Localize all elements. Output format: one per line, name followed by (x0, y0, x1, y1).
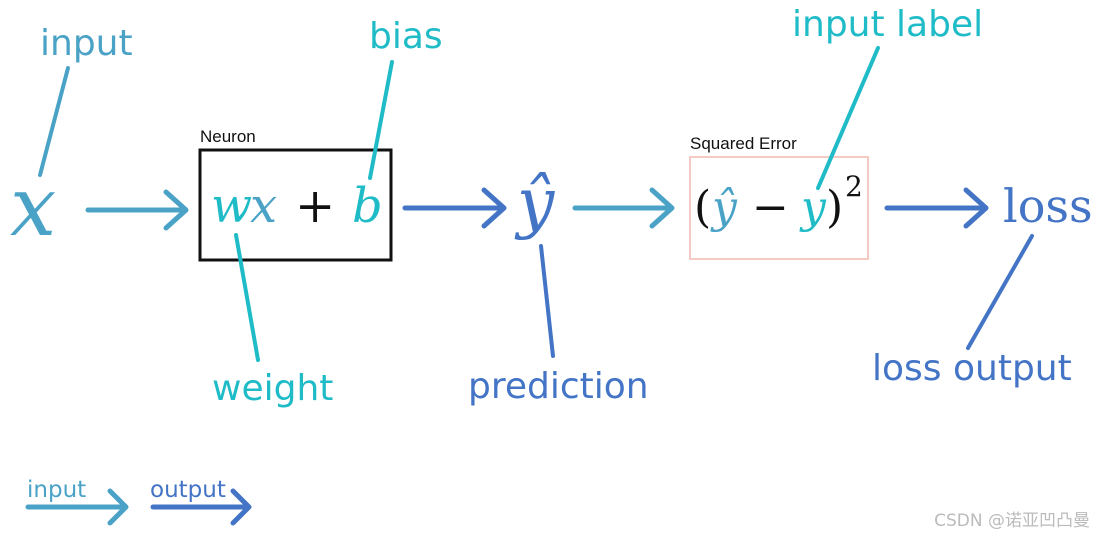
label-bias: bias (369, 16, 443, 57)
squared-error-title: Squared Error (690, 134, 797, 153)
arrow-x-to-neuron (85, 189, 189, 231)
error-open-paren: ( (694, 182, 711, 233)
node-prediction: ŷ (514, 164, 555, 241)
leader-bias (368, 60, 394, 180)
neuron-weight: w (211, 178, 252, 234)
legend-input-label: input (27, 477, 86, 503)
neuron-bias: b (352, 178, 383, 234)
neuron-title: Neuron (200, 127, 256, 146)
error-close-paren: ) (826, 182, 843, 233)
label-prediction: prediction (468, 366, 649, 407)
label-loss-output: loss output (872, 348, 1072, 389)
leader-input (38, 66, 70, 177)
label-weight: weight (212, 368, 333, 409)
arrow-prediction-to-error (572, 187, 675, 229)
error-exponent: 2 (845, 170, 863, 203)
neuron-box (198, 148, 393, 262)
leader-weight (234, 233, 260, 362)
neuron-input: x (250, 178, 277, 234)
error-minus: − (752, 182, 789, 233)
arrow-error-to-loss (884, 187, 989, 229)
node-loss: loss (1003, 179, 1093, 233)
squared-error-box (689, 156, 869, 260)
label-input-label: input label (792, 4, 983, 45)
error-prediction: ŷ (710, 182, 738, 233)
leader-input-label (816, 46, 880, 190)
neuron-plus: + (295, 178, 335, 234)
leader-loss-output (966, 234, 1034, 350)
arrow-neuron-to-prediction (402, 187, 507, 229)
legend-output-arrow (150, 488, 252, 526)
leader-prediction (539, 244, 555, 358)
node-x: x (10, 160, 56, 255)
legend-input-arrow (25, 488, 129, 526)
error-label: y (799, 182, 827, 233)
label-input: input (40, 23, 133, 64)
watermark: CSDN @诺亚凹凸曼 (934, 511, 1090, 531)
legend-output-label: output (150, 477, 226, 503)
